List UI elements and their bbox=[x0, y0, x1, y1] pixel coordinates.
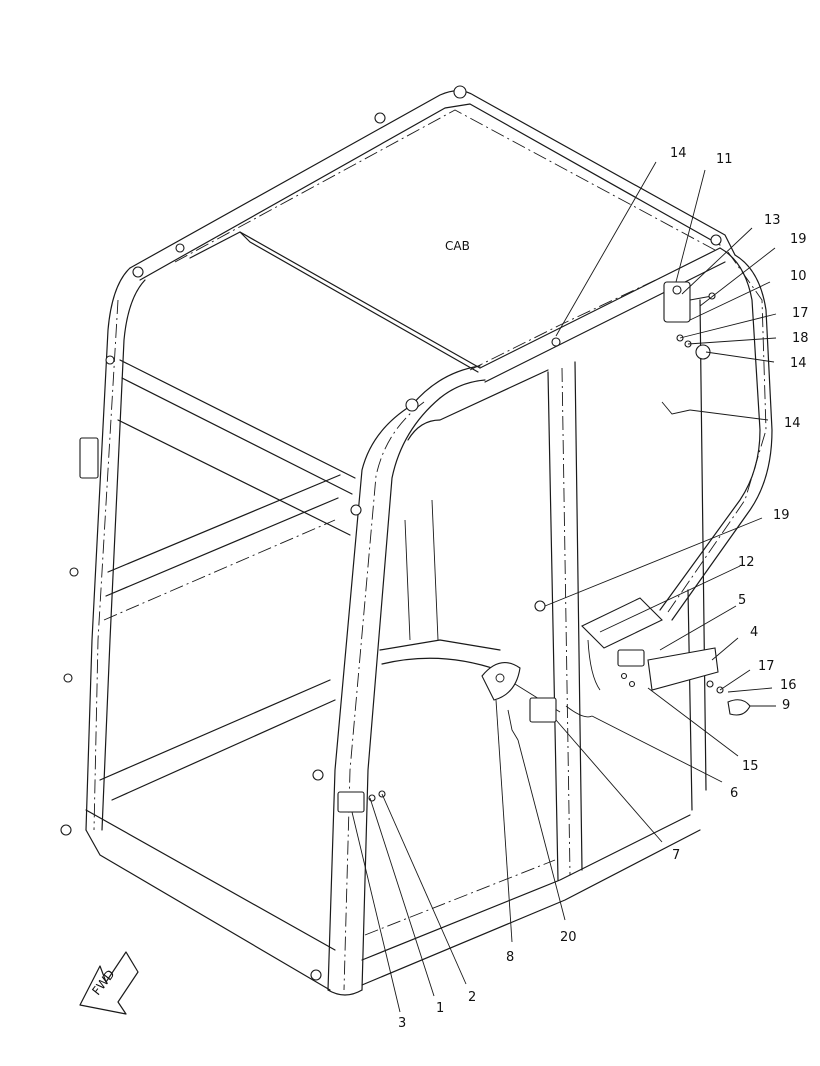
callout-label: 2 bbox=[468, 990, 476, 1005]
callout-label: 14 bbox=[790, 356, 807, 371]
right-door-latch-assembly bbox=[534, 597, 751, 716]
lower-left-latch-assembly bbox=[337, 790, 386, 813]
callout-label: 7 bbox=[672, 848, 680, 863]
callout-label: 17 bbox=[758, 659, 775, 674]
callout-label: 11 bbox=[716, 152, 733, 167]
callout-label: 19 bbox=[790, 232, 807, 247]
upper-right-bracket-assembly bbox=[661, 281, 716, 415]
callout-label: 16 bbox=[780, 678, 797, 693]
callout-leaders bbox=[351, 161, 777, 1013]
cab-label: CAB bbox=[445, 239, 470, 253]
callout-label: 5 bbox=[738, 593, 746, 608]
callout-label: 17 bbox=[792, 306, 809, 321]
callout-label: 13 bbox=[764, 213, 781, 228]
callout-label: 3 bbox=[398, 1016, 406, 1031]
callout-label: 15 bbox=[742, 759, 759, 774]
callout-label: 6 bbox=[730, 786, 738, 801]
forward-arrow-icon bbox=[79, 951, 139, 1015]
callout-label: 10 bbox=[790, 269, 807, 284]
callout-label: 20 bbox=[560, 930, 577, 945]
callout-label: 14 bbox=[784, 416, 801, 431]
cab-frame bbox=[60, 85, 773, 996]
left-post-bracket bbox=[79, 437, 99, 479]
callout-label: 18 bbox=[792, 331, 809, 346]
callout-label: 19 bbox=[773, 508, 790, 523]
forward-arrow: FWD bbox=[79, 951, 139, 1015]
callout-numbers: 14 11 13 19 10 17 18 14 14 19 12 5 4 17 … bbox=[398, 146, 809, 1031]
callout-label: 8 bbox=[506, 950, 514, 965]
callout-label: 9 bbox=[782, 698, 790, 713]
callout-label: 12 bbox=[738, 555, 755, 570]
callout-label: 4 bbox=[750, 625, 758, 640]
callout-label: 1 bbox=[436, 1001, 444, 1016]
callout-label: 14 bbox=[670, 146, 687, 161]
center-hinge-assembly bbox=[481, 662, 593, 741]
